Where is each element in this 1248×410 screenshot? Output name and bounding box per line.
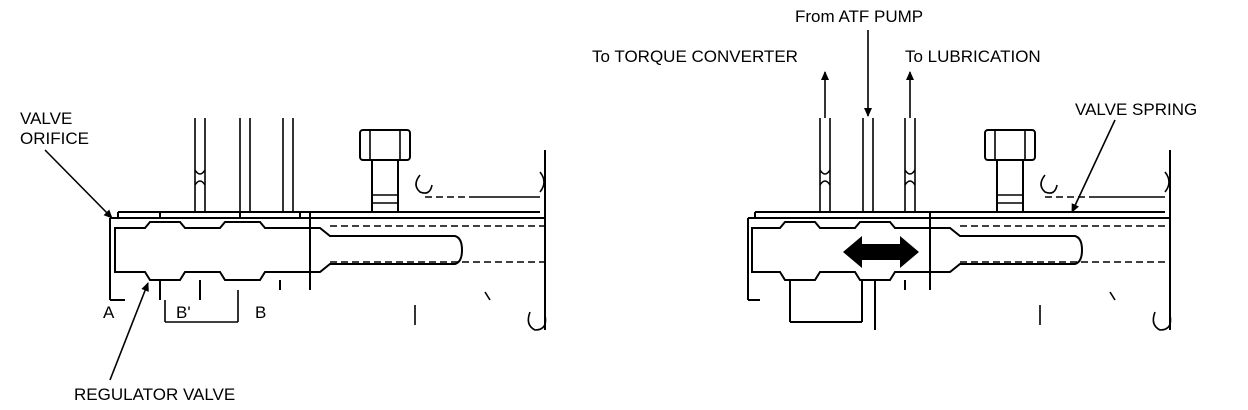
left-upper-passages <box>194 118 294 212</box>
regulator-valve-leader <box>109 282 149 381</box>
valve-orifice-label-line2: ORIFICE <box>20 129 89 148</box>
left-spring-chamber <box>330 150 546 330</box>
right-bolt <box>984 129 1172 331</box>
right-valve-assembly: From ATF PUMP To TORQUE CONVERTER To LUB… <box>592 7 1197 331</box>
valve-spring-label: VALVE SPRING <box>1075 100 1197 119</box>
from-atf-pump-label: From ATF PUMP <box>795 7 923 26</box>
port-b-prime-label: B' <box>176 303 191 322</box>
left-valve-assembly: VALVE ORIFICE A B' B REGULATOR VALVE <box>20 109 547 404</box>
to-lubrication-label: To LUBRICATION <box>905 47 1041 66</box>
spool-movement-arrow <box>843 236 919 268</box>
right-valve-body <box>747 211 1170 330</box>
valve-spring-leader <box>1071 119 1116 213</box>
valve-orifice-label-line1: VALVE <box>20 109 72 128</box>
left-spool <box>114 221 464 281</box>
right-spool <box>751 221 1084 281</box>
left-port-bracket <box>164 290 239 323</box>
to-torque-converter-label: To TORQUE CONVERTER <box>592 47 798 66</box>
left-valve-body <box>109 211 545 301</box>
port-a-label: A <box>103 303 115 322</box>
valve-orifice-leader <box>44 149 113 219</box>
port-b-label: B <box>255 303 266 322</box>
right-upper-passages <box>819 118 916 212</box>
right-spring-chamber <box>960 150 1171 330</box>
regulator-valve-label: REGULATOR VALVE <box>74 385 235 404</box>
left-bolt <box>359 129 547 331</box>
